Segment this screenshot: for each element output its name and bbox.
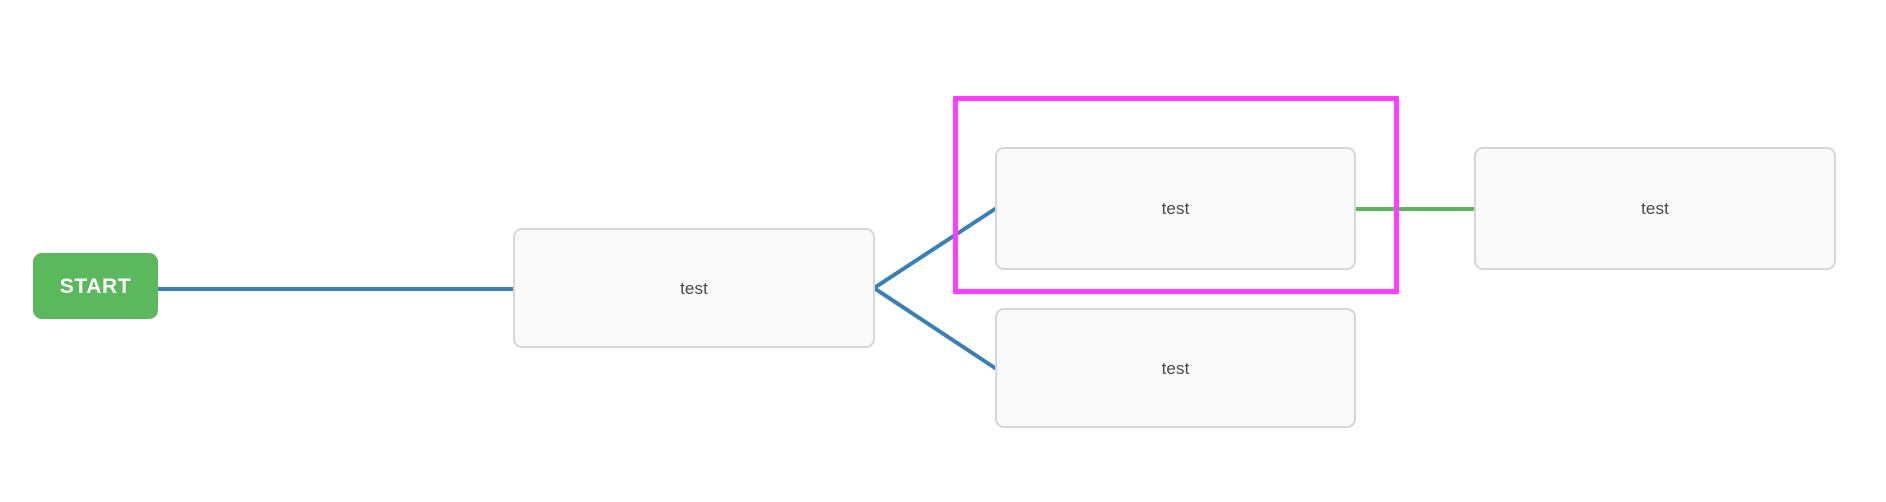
node-task-3-label: test bbox=[1161, 358, 1190, 378]
node-start[interactable]: START bbox=[33, 253, 158, 319]
node-start-label: START bbox=[59, 274, 132, 298]
edge-node1-to-node3[interactable] bbox=[872, 286, 997, 370]
node-task-4-label: test bbox=[1641, 199, 1669, 218]
selection-highlight-rect[interactable] bbox=[953, 96, 1399, 294]
node-task-3[interactable]: test bbox=[995, 308, 1356, 428]
node-task-2[interactable]: test bbox=[995, 147, 1356, 270]
node-task-4[interactable]: test bbox=[1474, 147, 1836, 270]
node-task-1[interactable]: test bbox=[513, 228, 875, 348]
node-task-2-label: test bbox=[1161, 199, 1190, 218]
node-task-1-label: test bbox=[680, 278, 708, 298]
